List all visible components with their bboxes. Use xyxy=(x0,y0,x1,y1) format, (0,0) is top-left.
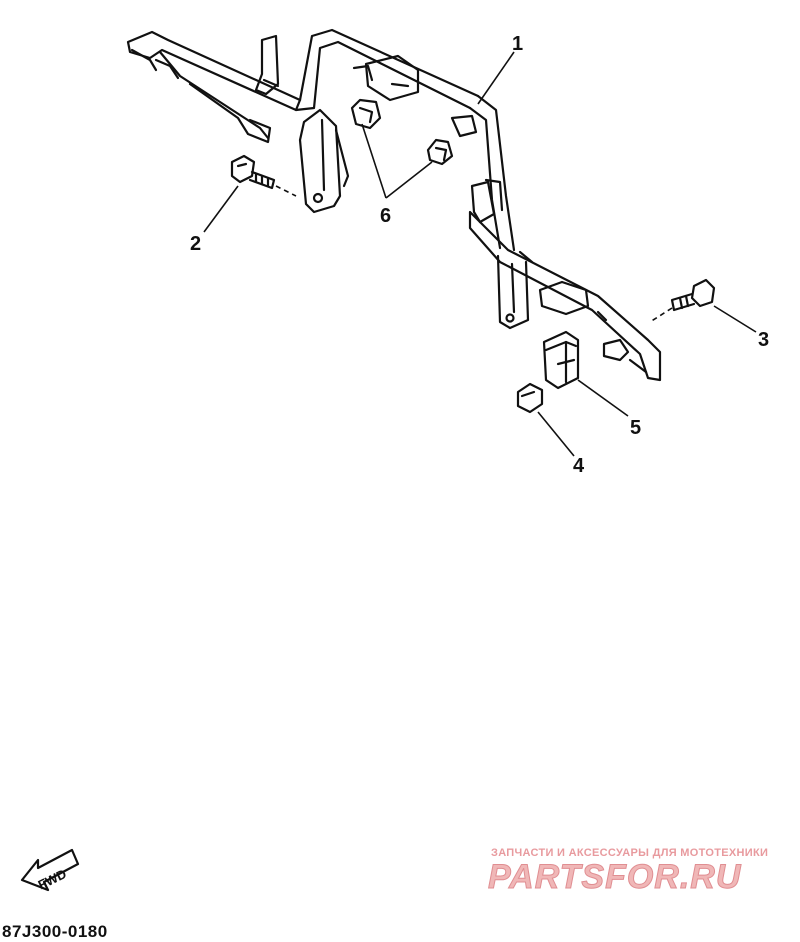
damper-part-5 xyxy=(542,330,580,390)
leader-line-1 xyxy=(477,51,515,105)
callout-4: 4 xyxy=(573,455,585,477)
watermark-brand: PARTSFOR.RU xyxy=(487,858,742,897)
leader-line-3-dash xyxy=(649,307,673,323)
drawing-code: 87J300-0180 xyxy=(2,922,108,941)
leader-line-2-dash xyxy=(275,185,297,197)
leader-line-5 xyxy=(577,379,629,417)
callout-6: 6 xyxy=(380,205,392,227)
leader-line-4 xyxy=(537,411,575,457)
nut-part-4 xyxy=(516,382,544,414)
clamp-part-6b xyxy=(426,138,454,166)
callout-1: 1 xyxy=(512,33,524,55)
bracket-assembly xyxy=(126,28,662,382)
bolt-part-2 xyxy=(230,154,276,190)
callout-5: 5 xyxy=(630,417,642,439)
callout-2: 2 xyxy=(190,233,202,255)
leader-line-6a xyxy=(361,123,387,199)
watermark-tagline: ЗАПЧАСТИ И АКСЕССУАРЫ ДЛЯ МОТОТЕХНИКИ xyxy=(491,847,769,859)
fwd-arrow-icon: FWD xyxy=(20,848,80,892)
leader-line-3 xyxy=(713,305,757,333)
leader-line-2 xyxy=(203,185,239,233)
bolt-part-3 xyxy=(670,278,716,312)
leader-line-6b xyxy=(385,161,433,199)
clamp-part-6a xyxy=(350,98,382,130)
callout-3: 3 xyxy=(758,329,770,351)
